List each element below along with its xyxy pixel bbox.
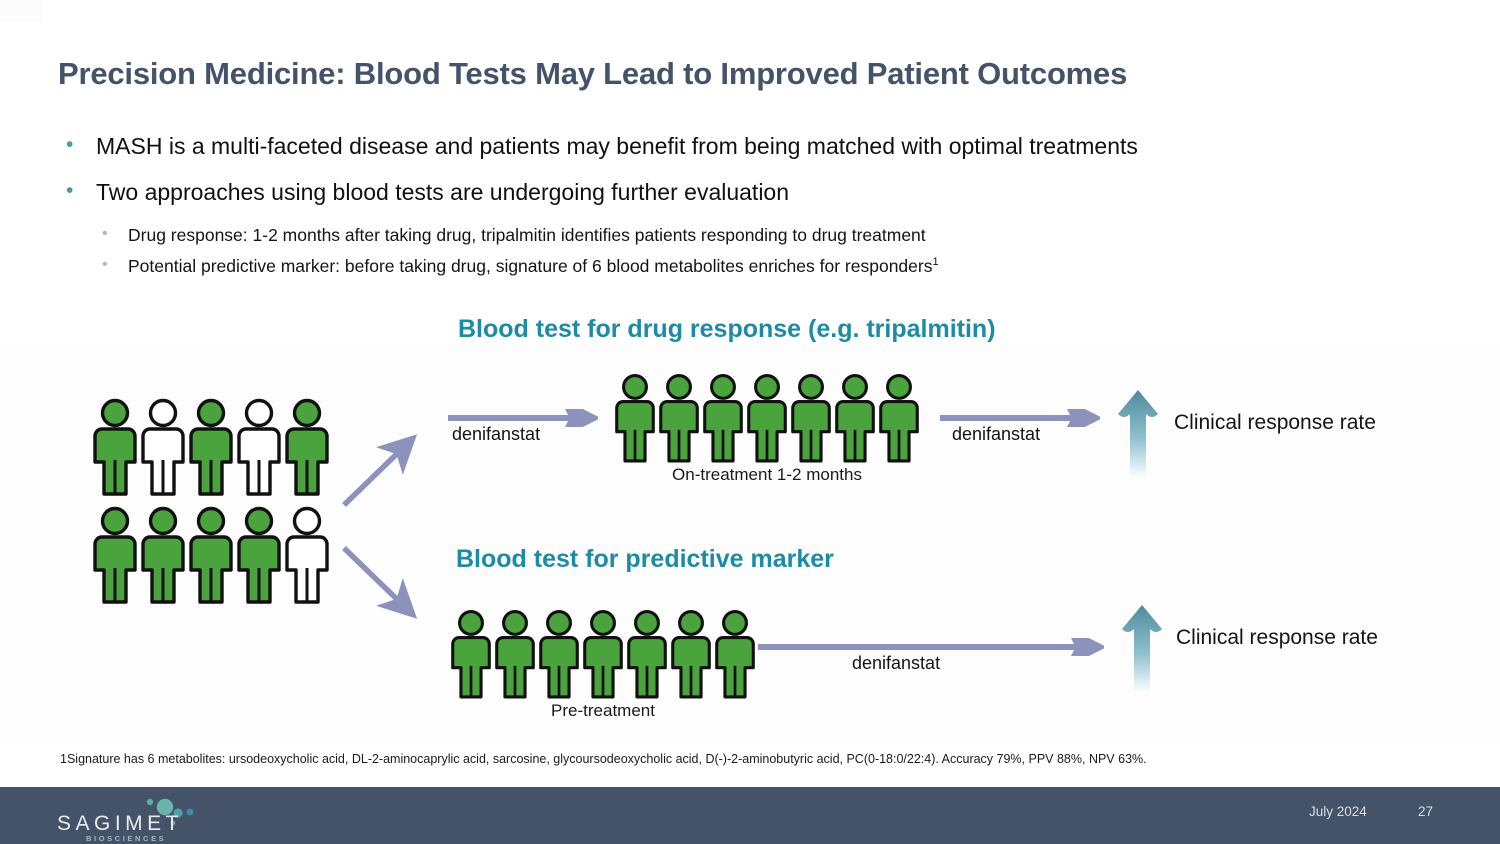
person-icon bbox=[670, 608, 712, 700]
diagram-heading-drug-response: Blood test for drug response (e.g. tripa… bbox=[458, 315, 996, 343]
bullet-list: MASH is a multi-faceted disease and pati… bbox=[58, 131, 1448, 287]
arrow-label-bottom: denifanstat bbox=[852, 653, 941, 673]
footnote-superscript: 1 bbox=[932, 256, 939, 269]
source-cohort-group bbox=[92, 398, 330, 614]
person-icon bbox=[236, 506, 282, 604]
logo-subtitle: BIOSCIENCES bbox=[86, 834, 167, 843]
person-icon bbox=[494, 608, 536, 700]
person-icon bbox=[284, 398, 330, 496]
on-treatment-caption: On-treatment 1-2 months bbox=[672, 465, 862, 484]
source-cohort-row-2 bbox=[92, 506, 330, 604]
person-icon bbox=[92, 506, 138, 604]
person-icon bbox=[878, 372, 920, 464]
outcome-label-top: Clinical response rate bbox=[1174, 411, 1376, 434]
pre-treatment-group: Pre-treatment bbox=[450, 608, 756, 721]
bullet-item-1: MASH is a multi-faceted disease and pati… bbox=[58, 131, 1448, 162]
arrow-label-top-left: denifanstat bbox=[452, 424, 541, 444]
treatment-arrow-top-left bbox=[448, 409, 598, 427]
person-icon bbox=[236, 398, 282, 496]
person-icon bbox=[658, 372, 700, 464]
logo-wordmark: SAGIMET bbox=[57, 812, 184, 835]
footer-page-number: 27 bbox=[1418, 804, 1434, 819]
person-icon bbox=[702, 372, 744, 464]
footer-date: July 2024 bbox=[1309, 804, 1367, 819]
sagimet-logo: SAGIMET BIOSCIENCES bbox=[57, 796, 237, 843]
on-treatment-group: On-treatment 1-2 months bbox=[614, 372, 920, 485]
logo-dots-icon bbox=[146, 798, 194, 826]
person-icon bbox=[284, 506, 330, 604]
person-icon bbox=[582, 608, 624, 700]
person-icon bbox=[746, 372, 788, 464]
bullet-item-3: Drug response: 1-2 months after taking d… bbox=[58, 223, 1448, 248]
bullet-item-4-text: Potential predictive marker: before taki… bbox=[128, 256, 933, 277]
person-icon bbox=[188, 398, 234, 496]
person-icon bbox=[834, 372, 876, 464]
source-cohort-row-1 bbox=[92, 398, 330, 496]
corner-artifact bbox=[0, 0, 42, 22]
clinical-response-up-arrow bbox=[1122, 605, 1162, 693]
person-icon bbox=[450, 608, 492, 700]
person-icon bbox=[614, 372, 656, 464]
person-icon bbox=[626, 608, 668, 700]
person-icon bbox=[92, 398, 138, 496]
arrow-label-top-right: denifanstat bbox=[952, 424, 1041, 444]
footnote-text: 1Signature has 6 metabolites: ursodeoxyc… bbox=[60, 752, 1147, 766]
treatment-arrow-bottom bbox=[758, 638, 1104, 656]
diagram-heading-predictive-marker: Blood test for predictive marker bbox=[456, 545, 834, 573]
person-icon bbox=[790, 372, 832, 464]
slide-footer: SAGIMET BIOSCIENCES bbox=[0, 787, 1500, 844]
person-icon bbox=[714, 608, 756, 700]
person-icon bbox=[140, 398, 186, 496]
outcome-label-bottom: Clinical response rate bbox=[1176, 626, 1378, 649]
pre-treatment-row bbox=[450, 608, 756, 700]
person-icon bbox=[538, 608, 580, 700]
pre-treatment-caption: Pre-treatment bbox=[551, 701, 655, 720]
bullet-item-4: Potential predictive marker: before taki… bbox=[58, 254, 1448, 279]
page-title: Precision Medicine: Blood Tests May Lead… bbox=[58, 56, 1128, 91]
person-icon bbox=[140, 506, 186, 604]
bullet-item-3-text: Drug response: 1-2 months after taking d… bbox=[128, 224, 926, 245]
branch-arrow-up bbox=[342, 434, 418, 619]
clinical-response-up-arrow bbox=[1118, 390, 1158, 478]
bullet-item-2: Two approaches using blood tests are und… bbox=[58, 177, 1448, 208]
on-treatment-row bbox=[614, 372, 920, 464]
person-icon bbox=[188, 506, 234, 604]
treatment-arrow-top-right bbox=[940, 409, 1100, 427]
